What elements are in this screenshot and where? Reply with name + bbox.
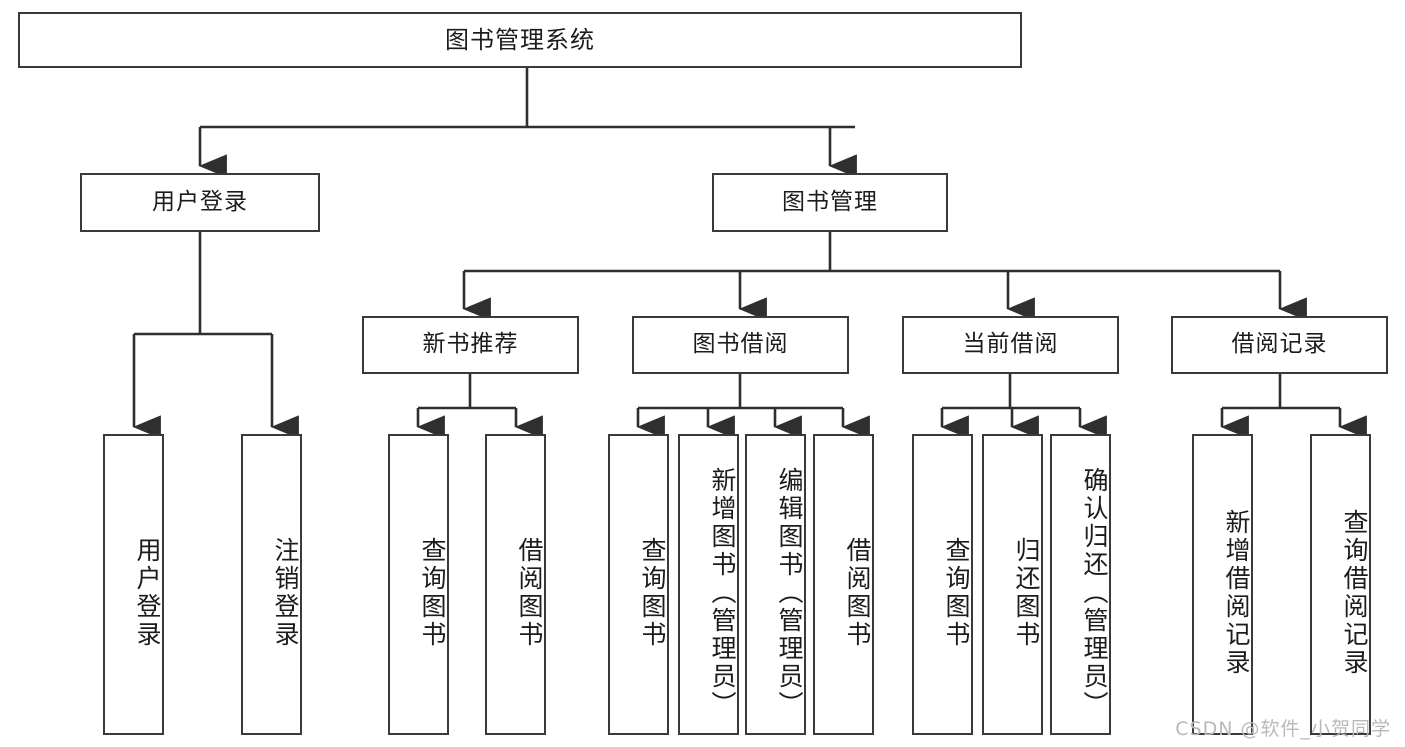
node-leaf-user-logout[interactable]: 注销登录 bbox=[241, 434, 302, 735]
node-book-borrow-label: 图书借阅 bbox=[692, 331, 789, 358]
node-borrow-record-label: 借阅记录 bbox=[1231, 331, 1328, 358]
node-book-manage[interactable]: 图书管理 bbox=[712, 173, 948, 232]
node-borrow-record[interactable]: 借阅记录 bbox=[1171, 316, 1388, 374]
node-leaf-query-borrow-record-label: 查询借阅记录 bbox=[1340, 508, 1369, 677]
csdn-watermark: CSDN @软件_小贺同学 bbox=[1175, 718, 1391, 740]
node-leaf-query-book-cur-label: 查询图书 bbox=[942, 536, 971, 649]
node-current-borrow-label: 当前借阅 bbox=[962, 331, 1059, 358]
node-user-login[interactable]: 用户登录 bbox=[80, 173, 320, 232]
node-root[interactable]: 图书管理系统 bbox=[18, 12, 1022, 68]
node-leaf-query-book-borrow[interactable]: 查询图书 bbox=[608, 434, 669, 735]
node-leaf-borrow-book-rec-label: 借阅图书 bbox=[515, 536, 544, 649]
node-leaf-return-book[interactable]: 归还图书 bbox=[982, 434, 1043, 735]
node-leaf-add-borrow-record-label: 新增借阅记录 bbox=[1222, 508, 1251, 677]
node-leaf-borrow-book-label: 借阅图书 bbox=[843, 536, 872, 649]
node-book-borrow[interactable]: 图书借阅 bbox=[632, 316, 849, 374]
node-leaf-user-login[interactable]: 用户登录 bbox=[103, 434, 164, 735]
node-leaf-edit-book-admin[interactable]: 编辑图书（管理员） bbox=[745, 434, 806, 735]
node-leaf-add-borrow-record[interactable]: 新增借阅记录 bbox=[1192, 434, 1253, 735]
node-user-login-label: 用户登录 bbox=[152, 188, 248, 215]
node-leaf-borrow-book[interactable]: 借阅图书 bbox=[813, 434, 874, 735]
node-leaf-return-book-label: 归还图书 bbox=[1012, 536, 1041, 649]
node-current-borrow[interactable]: 当前借阅 bbox=[902, 316, 1119, 374]
node-new-book-recommend-label: 新书推荐 bbox=[422, 331, 519, 358]
node-leaf-query-book-cur[interactable]: 查询图书 bbox=[912, 434, 973, 735]
node-leaf-query-book-borrow-label: 查询图书 bbox=[638, 536, 667, 649]
node-leaf-query-book-rec[interactable]: 查询图书 bbox=[388, 434, 449, 735]
node-leaf-user-logout-label: 注销登录 bbox=[271, 536, 300, 649]
node-leaf-confirm-return-admin-label: 确认归还（管理员） bbox=[1080, 466, 1109, 719]
node-leaf-query-borrow-record[interactable]: 查询借阅记录 bbox=[1310, 434, 1371, 735]
node-new-book-recommend[interactable]: 新书推荐 bbox=[362, 316, 579, 374]
node-book-manage-label: 图书管理 bbox=[782, 188, 878, 215]
node-leaf-confirm-return-admin[interactable]: 确认归还（管理员） bbox=[1050, 434, 1111, 735]
node-leaf-add-book-admin[interactable]: 新增图书（管理员） bbox=[678, 434, 739, 735]
node-leaf-borrow-book-rec[interactable]: 借阅图书 bbox=[485, 434, 546, 735]
node-root-label: 图书管理系统 bbox=[445, 25, 595, 54]
node-leaf-edit-book-admin-label: 编辑图书（管理员） bbox=[775, 466, 804, 719]
node-leaf-user-login-label: 用户登录 bbox=[133, 536, 162, 649]
node-leaf-add-book-admin-label: 新增图书（管理员） bbox=[708, 466, 737, 719]
node-leaf-query-book-rec-label: 查询图书 bbox=[418, 536, 447, 649]
